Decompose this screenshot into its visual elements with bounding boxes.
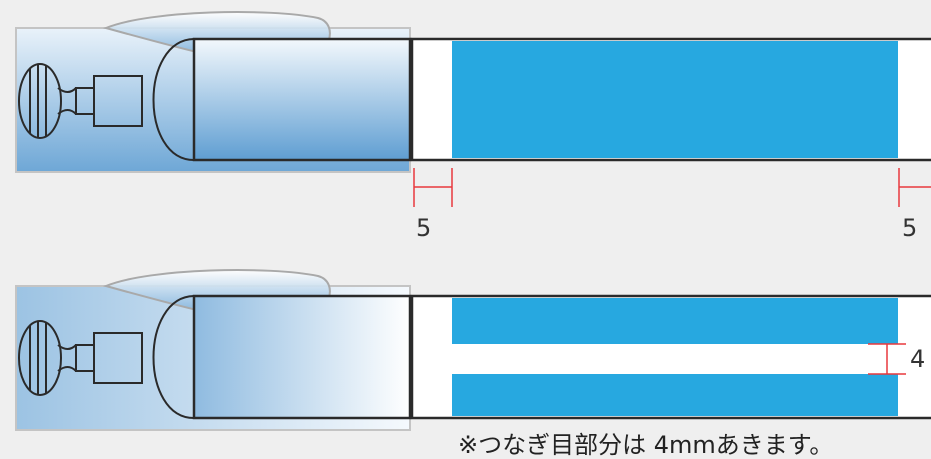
top-dim-left — [413, 168, 453, 207]
bottom-dim-gap — [868, 343, 906, 375]
top-dim-right — [898, 168, 931, 207]
bottom-dim-gap-label: 4 — [910, 345, 925, 373]
bottom-band-blue-lower — [452, 374, 898, 416]
bottom-knob-icon — [18, 295, 195, 419]
top-bulb-body — [192, 37, 412, 162]
top-dim-left-label: 5 — [416, 214, 431, 242]
bottom-panel: 4 — [15, 269, 931, 431]
top-knob-icon — [18, 38, 195, 161]
note-text: ※つなぎ目部分は 4mmあきます。 — [458, 431, 833, 459]
bottom-bulb-body — [192, 294, 412, 420]
bottom-band-blue-upper — [452, 298, 898, 344]
top-dim-right-label: 5 — [902, 214, 917, 242]
top-band-blue-area — [452, 41, 898, 158]
top-panel: 5 5 — [15, 11, 931, 242]
